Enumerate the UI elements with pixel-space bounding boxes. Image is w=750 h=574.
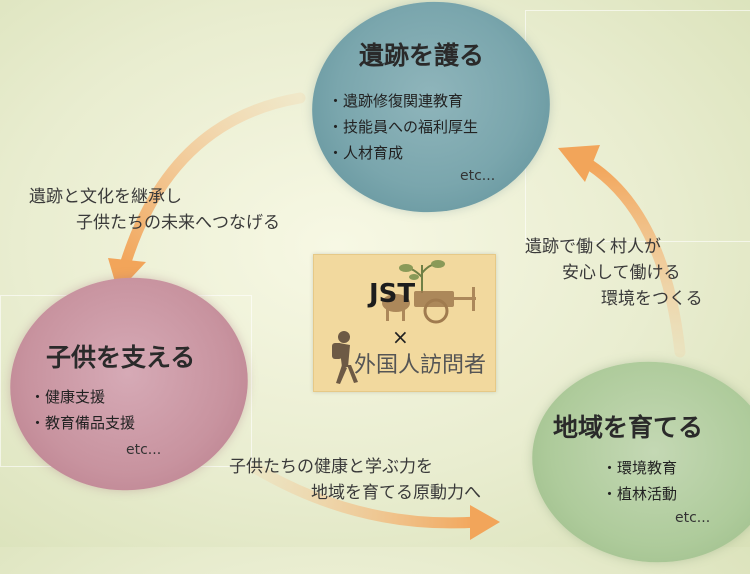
arrow-region-to-protect <box>584 159 686 358</box>
arrow-protect-to-children <box>119 92 306 271</box>
arrowhead-protect <box>558 145 600 182</box>
node-protect-item: ・人材育成 <box>328 144 404 162</box>
node-region-title: 地域を育てる <box>553 413 704 442</box>
center-times: × <box>392 325 409 349</box>
node-protect-etc: etc... <box>460 168 496 184</box>
caption-region-to-protect: 環境をつくる <box>601 289 703 309</box>
node-protect-title: 遺跡を護る <box>359 41 485 70</box>
node-children-item: ・教育備品支援 <box>30 414 136 432</box>
caption-protect-to-children: 子供たちの未来へつなげる <box>76 213 280 233</box>
node-region-etc: etc... <box>675 510 711 526</box>
arrow-children-to-region <box>249 462 484 529</box>
caption-region-to-protect: 遺跡で働く村人が <box>525 237 661 257</box>
caption-region-to-protect: 安心して働ける <box>562 263 681 283</box>
leaves-icon <box>399 260 445 280</box>
node-children-title: 子供を支える <box>46 343 196 372</box>
node-region-item: ・植林活動 <box>602 485 678 503</box>
caption-children-to-region: 子供たちの健康と学ぶ力を <box>229 457 433 477</box>
center-box: JST × 外国人訪問者 <box>313 254 496 392</box>
center-org: JST <box>369 279 416 309</box>
center-illustration <box>332 260 476 384</box>
cart-wheel-icon <box>423 298 449 324</box>
caption-children-to-region: 地域を育てる原動力へ <box>311 483 481 503</box>
node-protect-item: ・技能員への福利厚生 <box>328 118 479 136</box>
caption-protect-to-children: 遺跡と文化を継承し <box>29 187 182 207</box>
node-children-etc: etc... <box>126 442 162 458</box>
node-protect-item: ・遺跡修復関連教育 <box>328 92 464 110</box>
center-visitors: 外国人訪問者 <box>354 353 487 378</box>
traveler-icon <box>332 331 358 384</box>
node-children-item: ・健康支援 <box>30 388 106 406</box>
node-region-item: ・環境教育 <box>602 459 678 477</box>
arrowhead-region <box>470 505 500 540</box>
